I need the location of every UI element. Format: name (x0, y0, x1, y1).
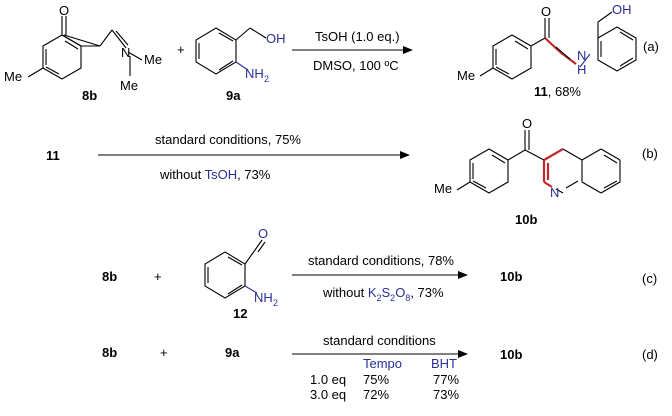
conditions-below-arrow-a: DMSO, 100 ºC (313, 58, 399, 73)
plus-sign: + (177, 42, 185, 57)
reaction-a: O N Me Me Me 8b + OH NH 2 9a TsOH (1.0 e… (4, 2, 659, 103)
table-row-2-amount: 3.0 eq (310, 387, 346, 402)
label-11: 11 (534, 84, 548, 99)
reagent-potassium: K (368, 285, 377, 300)
product-11-structure (479, 11, 637, 80)
methyl-para-label: Me (4, 69, 22, 84)
hydroxyl-group: OH (612, 2, 632, 17)
compound-label-8b: 8b (102, 269, 117, 284)
nh-nitrogen: N (577, 48, 586, 63)
table-header-tempo: Tempo (363, 356, 402, 371)
reaction-d: 8b + 9a standard conditions Tempo BHT 1.… (102, 333, 658, 402)
conditions-above-arrow-d: standard conditions (323, 333, 436, 348)
compound-label-9a: 9a (226, 88, 241, 103)
compound-label-8b: 8b (82, 88, 97, 103)
table-row-1-tempo: 75% (363, 372, 389, 387)
atom-oxygen: O (258, 226, 268, 241)
atom-nitrogen: N (550, 185, 559, 200)
compound-label-8b: 8b (102, 345, 117, 360)
atom-oxygen: O (522, 116, 532, 131)
reaction-b: 11 standard conditions, 75% without TsOH… (46, 116, 658, 227)
subscript-o: 8 (405, 293, 410, 303)
table-row-1-amount: 1.0 eq (310, 372, 346, 387)
hydroxyl-group: OH (266, 31, 286, 46)
atom-nitrogen: N (121, 45, 130, 60)
compound-label-12: 12 (233, 306, 247, 321)
conditions-below-arrow-c: without K2S2O8, 73% (322, 285, 444, 303)
reagent-above-arrow-a: TsOH (1.0 eq.) (315, 29, 400, 44)
methyl-bottom-label: Me (120, 78, 138, 93)
reaction-tag-d: (d) (642, 347, 658, 362)
yield-11: , 68% (548, 84, 582, 99)
arrowhead-b (400, 151, 410, 159)
reagent-tsoh: TsOH (205, 167, 238, 182)
nh-hydrogen: H (577, 62, 586, 77)
methyl-label: Me (434, 181, 452, 196)
compound-label-10b: 10b (500, 347, 522, 362)
compound-label-11: 11 (46, 148, 60, 163)
conditions-below-arrow-b: without TsOH, 73% (159, 167, 271, 182)
table-row-2-tempo: 72% (363, 387, 389, 402)
plus-sign: + (154, 269, 162, 284)
yield-suffix: , 73% (237, 167, 271, 182)
reagent-sulfur: S (382, 285, 391, 300)
reaction-tag-a: (a) (643, 39, 659, 54)
yield-suffix: , 73% (410, 285, 444, 300)
reagent-oxygen: O (395, 285, 405, 300)
amine-subscript: 2 (273, 298, 278, 308)
amine-group: NH (254, 290, 273, 305)
conditions-above-arrow-b: standard conditions, 75% (155, 132, 301, 147)
reaction-tag-b: (b) (642, 146, 658, 161)
without-prefix: without (322, 285, 368, 300)
subscript-s: 2 (390, 293, 395, 303)
reaction-tag-c: (c) (642, 271, 657, 286)
arrowhead-d (458, 350, 468, 358)
reactant-12-structure (204, 239, 266, 299)
atom-oxygen: O (541, 4, 551, 19)
table-header-bht: BHT (431, 356, 457, 371)
conditions-above-arrow-c: standard conditions, 78% (308, 253, 454, 268)
compound-label-10b: 10b (515, 212, 537, 227)
arrowhead-c (458, 271, 468, 279)
table-row-2-bht: 73% (433, 387, 459, 402)
reactant-9a-structure (195, 27, 267, 75)
amine-group: NH (245, 66, 264, 81)
product-10b-structure (456, 130, 621, 194)
compound-label-11: 11, 68% (534, 84, 581, 99)
amine-subscript: 2 (264, 74, 269, 84)
without-prefix: without (159, 167, 205, 182)
methyl-top-label: Me (144, 52, 162, 67)
table-row-1-bht: 77% (433, 372, 459, 387)
compound-label-9a: 9a (225, 345, 240, 360)
arrowhead-a (403, 46, 413, 54)
plus-sign: + (160, 345, 168, 360)
reaction-c: 8b + O NH 2 12 standard conditions, 78% … (102, 226, 657, 321)
reactant-8b-structure (27, 16, 143, 80)
methyl-label: Me (457, 68, 475, 83)
subscript-k: 2 (376, 293, 381, 303)
atom-oxygen: O (59, 3, 69, 18)
compound-label-10b: 10b (500, 269, 522, 284)
